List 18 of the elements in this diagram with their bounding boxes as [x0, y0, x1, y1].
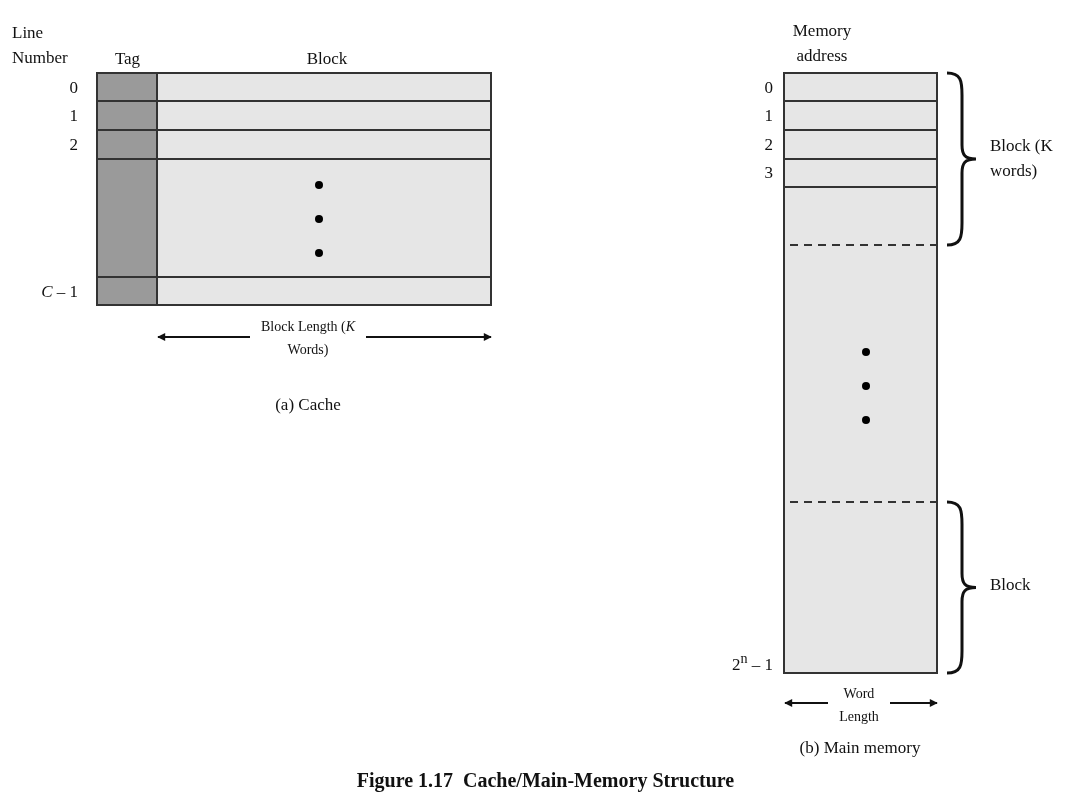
- subfigure-caption: (b) Main memory: [798, 737, 922, 759]
- column-heading: Line Number: [12, 22, 69, 69]
- memory-address: 1: [763, 105, 773, 127]
- line-number: 2: [68, 134, 78, 156]
- memory-address: 2: [763, 134, 773, 156]
- column-heading: Memory address: [791, 20, 853, 67]
- line-number: C – 1: [40, 281, 78, 303]
- memory-address: 2$^{n}$ – 1: [730, 649, 773, 676]
- line-number: 1: [68, 105, 78, 127]
- memory-address: 0: [763, 77, 773, 99]
- figure-caption: Figure 1.17 Cache/Main-Memory Structure: [355, 769, 736, 792]
- brace-label: Block: [990, 574, 1032, 596]
- column-heading: Tag: [113, 48, 142, 70]
- line-number: 0: [68, 77, 78, 99]
- memory-address: 3: [763, 162, 773, 184]
- column-heading: Block: [305, 48, 349, 70]
- subfigure-caption: (a) Cache: [274, 394, 342, 416]
- brace-label: Block (K words): [990, 135, 1054, 182]
